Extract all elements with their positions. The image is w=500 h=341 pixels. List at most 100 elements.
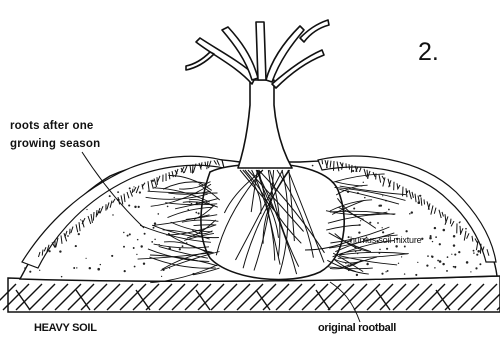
speckle-dot <box>459 221 460 222</box>
speckle-dot <box>385 271 386 272</box>
speckle-dot <box>401 256 402 257</box>
figure-number: 2. <box>418 38 439 67</box>
speckle-dot <box>381 273 383 275</box>
speckle-dot <box>363 182 364 183</box>
speckle-dot <box>453 235 456 238</box>
speckle-dot <box>388 209 390 211</box>
speckle-dot <box>24 267 26 269</box>
speckle-dot <box>451 254 452 255</box>
speckle-dot <box>112 214 113 215</box>
speckle-dot <box>447 256 449 258</box>
speckle-dot <box>134 206 136 208</box>
speckle-dot <box>49 250 51 252</box>
speckle-dot <box>198 212 200 214</box>
speckle-dot <box>434 267 435 268</box>
speckle-dot <box>369 222 371 224</box>
roots-label-line-1: roots after one <box>10 117 100 135</box>
crust-stroke <box>450 219 451 224</box>
speckle-dot <box>153 227 155 229</box>
speckle-dot <box>404 246 406 248</box>
speckle-dot <box>427 255 429 257</box>
speckle-dot <box>395 245 397 247</box>
speckle-dot <box>386 248 388 250</box>
speckle-dot <box>137 239 139 241</box>
speckle-dot <box>432 241 433 242</box>
speckle-dot <box>73 267 75 269</box>
roots-label-line-2: growing season <box>10 135 100 153</box>
speckle-dot <box>85 258 86 259</box>
speckle-dot <box>477 250 480 253</box>
speckle-dot <box>151 241 153 243</box>
speckle-dot <box>419 195 421 197</box>
speckle-dot <box>364 197 366 199</box>
speckle-dot <box>128 204 130 206</box>
speckle-dot <box>405 230 407 232</box>
speckle-dot <box>378 205 380 207</box>
speckle-dot <box>437 260 439 262</box>
speckle-dot <box>431 255 433 257</box>
speckle-dot <box>398 263 399 264</box>
speckle-dot <box>421 238 423 240</box>
speckle-dot <box>442 263 444 265</box>
speckle-dot <box>129 233 131 235</box>
speckle-dot <box>479 263 481 265</box>
speckle-dot <box>434 227 436 229</box>
speckle-dot <box>111 255 113 257</box>
speckle-dot <box>382 227 383 228</box>
speckle-dot <box>415 274 417 276</box>
speckle-dot <box>439 260 442 263</box>
speckle-dot <box>379 249 381 251</box>
crust-stroke <box>93 212 94 221</box>
speckle-dot <box>377 222 379 224</box>
speckle-dot <box>191 203 192 204</box>
speckle-dot <box>61 276 63 278</box>
speckle-dot <box>78 233 80 235</box>
speckle-dot <box>124 270 126 272</box>
speckle-dot <box>404 273 405 274</box>
speckle-dot <box>59 250 61 252</box>
crust-stroke <box>424 199 425 204</box>
speckle-dot <box>117 191 119 193</box>
speckle-dot <box>138 206 140 208</box>
speckle-dot <box>454 254 456 256</box>
speckle-dot <box>439 243 441 245</box>
speckle-dot <box>97 268 100 271</box>
speckle-dot <box>429 237 432 240</box>
speckle-dot <box>86 209 87 210</box>
branch-left-twig <box>186 52 214 70</box>
speckle-dot <box>89 267 91 269</box>
speckle-dot <box>312 165 314 167</box>
branch-right-twig <box>300 20 329 42</box>
speckle-dot <box>144 233 146 235</box>
speckle-dot <box>476 254 478 256</box>
speckle-dot <box>167 206 169 208</box>
speckle-dot <box>475 267 477 269</box>
speckle-dot <box>358 231 360 233</box>
speckle-dot <box>435 236 437 238</box>
speckle-dot <box>382 195 383 196</box>
speckle-dot <box>411 211 413 213</box>
crust-stroke <box>460 226 461 234</box>
speckle-dot <box>134 266 136 268</box>
speckle-dot <box>409 213 411 215</box>
roots-after-one-season-label: roots after one growing season <box>10 117 100 153</box>
branch-center <box>256 22 266 80</box>
speckle-dot <box>139 191 141 193</box>
speckle-dot <box>470 271 471 272</box>
speckle-dot <box>67 235 69 237</box>
speckle-dot <box>133 247 135 249</box>
speckle-dot <box>455 267 456 268</box>
speckle-dot <box>417 262 418 263</box>
speckle-dot <box>152 180 154 182</box>
speckle-dot <box>352 170 354 172</box>
speckle-dot <box>426 264 428 266</box>
speckle-dot <box>80 219 81 220</box>
speckle-dot <box>154 222 156 224</box>
speckle-dot <box>195 212 197 214</box>
crust-stroke <box>322 160 323 164</box>
speckle-dot <box>446 270 448 272</box>
speckle-dot <box>123 246 125 248</box>
speckle-dot <box>29 271 31 273</box>
speckle-dot <box>129 187 131 189</box>
original-rootball-label: original rootball <box>318 322 396 334</box>
